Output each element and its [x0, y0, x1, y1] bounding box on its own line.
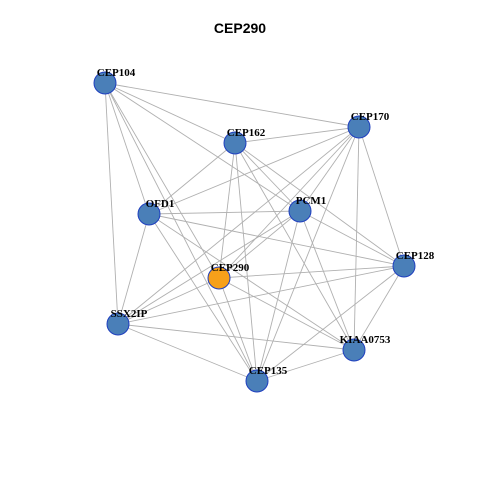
- edge-cep104-ssx2ip: [104, 82, 119, 325]
- edge-cep162-cep135: [234, 142, 258, 382]
- edge-cep104-cep162: [104, 82, 236, 144]
- edge-pcm1-kiaa0753: [299, 210, 355, 351]
- edge-cep128-ssx2ip: [117, 265, 405, 325]
- edge-cep170-cep290: [218, 126, 360, 279]
- node-label-cep128: CEP128: [396, 250, 435, 262]
- edge-cep162-pcm1: [234, 142, 301, 212]
- edge-cep170-ofd1: [148, 126, 360, 215]
- node-pcm1: [288, 199, 312, 223]
- edge-cep104-pcm1: [104, 82, 301, 212]
- edges-layer: [104, 82, 405, 382]
- node-label-cep290: CEP290: [211, 262, 250, 274]
- node-cep290: [207, 266, 231, 290]
- edge-cep162-ofd1: [148, 142, 236, 215]
- edge-cep290-cep128: [218, 265, 405, 279]
- edge-cep104-cep290: [104, 82, 220, 279]
- node-label-pcm1: PCM1: [296, 195, 327, 207]
- node-label-kiaa0753: KIAA0753: [340, 334, 391, 346]
- edge-cep162-cep170: [234, 126, 360, 144]
- node-cep104: [93, 71, 117, 95]
- node-label-ofd1: OFD1: [146, 198, 175, 210]
- node-kiaa0753: [342, 338, 366, 362]
- edge-cep170-pcm1: [299, 126, 360, 212]
- edge-cep170-ssx2ip: [117, 126, 360, 325]
- edge-cep162-cep128: [234, 142, 405, 267]
- edge-cep170-kiaa0753: [353, 126, 360, 351]
- edge-cep104-cep170: [104, 82, 360, 128]
- edge-cep104-ofd1: [104, 82, 150, 215]
- node-ofd1: [137, 202, 161, 226]
- edge-ssx2ip-cep135: [117, 323, 258, 382]
- edge-cep128-kiaa0753: [353, 265, 405, 351]
- edge-ofd1-cep128: [148, 213, 405, 267]
- edge-pcm1-ssx2ip: [117, 210, 301, 325]
- edge-pcm1-cep135: [256, 210, 301, 382]
- edge-cep290-ssx2ip: [117, 277, 220, 325]
- edge-cep162-kiaa0753: [234, 142, 355, 351]
- node-label-cep162: CEP162: [227, 127, 266, 139]
- node-cep128: [392, 254, 416, 278]
- edge-pcm1-cep128: [299, 210, 405, 267]
- nodes-layer: [93, 71, 416, 393]
- chart-title: CEP290: [213, 20, 267, 36]
- edge-ofd1-kiaa0753: [148, 213, 355, 351]
- node-cep170: [347, 115, 371, 139]
- node-label-cep104: CEP104: [97, 67, 136, 79]
- edge-cep128-cep135: [256, 265, 405, 382]
- edge-cep170-cep135: [256, 126, 360, 382]
- edge-pcm1-cep290: [218, 210, 301, 279]
- edge-ofd1-ssx2ip: [117, 213, 150, 325]
- edge-ofd1-pcm1: [148, 210, 301, 215]
- edge-cep290-cep135: [218, 277, 258, 382]
- edge-ssx2ip-kiaa0753: [117, 323, 355, 351]
- edge-cep170-cep128: [358, 126, 405, 267]
- edge-cep290-kiaa0753: [218, 277, 355, 351]
- node-label-ssx2ip: SSX2IP: [111, 308, 148, 320]
- node-ssx2ip: [106, 312, 130, 336]
- node-label-cep135: CEP135: [249, 365, 288, 377]
- edge-kiaa0753-cep135: [256, 349, 355, 382]
- edge-cep162-cep290: [218, 142, 236, 279]
- edge-ofd1-cep135: [148, 213, 258, 382]
- node-label-cep170: CEP170: [351, 111, 390, 123]
- node-cep162: [223, 131, 247, 155]
- edge-cep104-cep135: [104, 82, 258, 382]
- node-cep135: [245, 369, 269, 393]
